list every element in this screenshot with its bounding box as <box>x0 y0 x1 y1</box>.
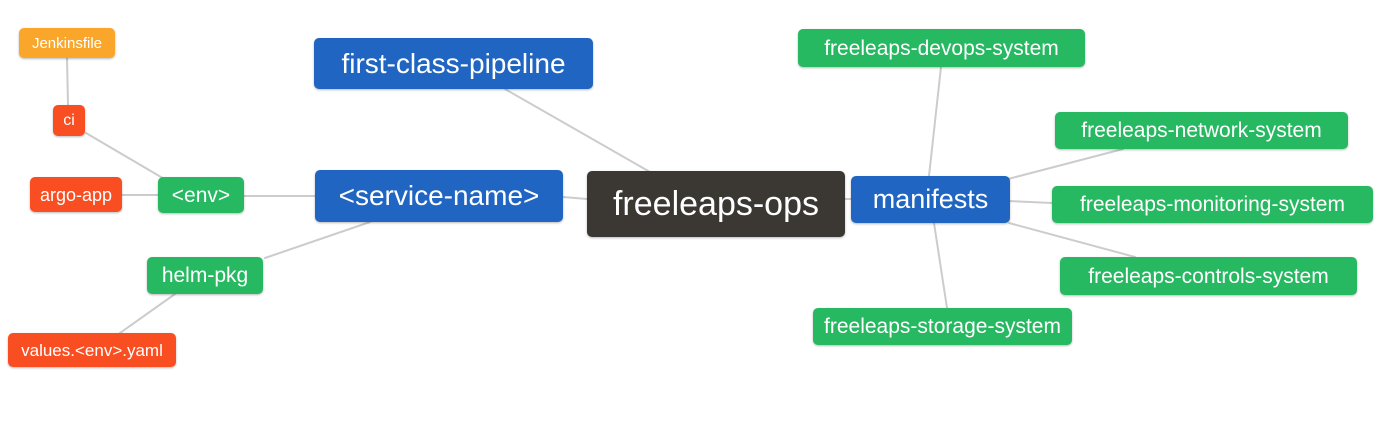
edge-manifests-to-storage-system <box>933 222 948 309</box>
node-argo-app[interactable]: argo-app <box>30 177 122 212</box>
node-freeleaps-ops[interactable]: freeleaps-ops <box>587 171 845 237</box>
edge-first-class-pipeline-to-freeleaps-ops <box>504 88 651 173</box>
node-ci[interactable]: ci <box>53 105 85 136</box>
node-env[interactable]: <env> <box>158 177 244 213</box>
node-manifests[interactable]: manifests <box>851 176 1010 223</box>
edge-manifests-to-controls-system <box>1008 222 1136 258</box>
edge-service-name-to-helm-pkg <box>264 221 371 259</box>
node-service-name[interactable]: <service-name> <box>315 170 563 222</box>
node-helm-pkg[interactable]: helm-pkg <box>147 257 263 294</box>
node-controls-system[interactable]: freeleaps-controls-system <box>1060 257 1357 295</box>
edge-ci-to-env <box>85 132 167 181</box>
edge-jenkinsfile-to-ci <box>66 57 69 106</box>
node-first-class-pipeline[interactable]: first-class-pipeline <box>314 38 593 89</box>
edge-manifests-to-network-system <box>1007 148 1124 180</box>
edge-helm-pkg-to-values-env-yaml <box>119 293 176 334</box>
node-values-env-yaml[interactable]: values.<env>.yaml <box>8 333 176 367</box>
node-devops-system[interactable]: freeleaps-devops-system <box>798 29 1085 67</box>
node-jenkinsfile[interactable]: Jenkinsfile <box>19 28 115 58</box>
edge-manifests-to-devops-system <box>928 66 942 177</box>
node-network-system[interactable]: freeleaps-network-system <box>1055 112 1348 149</box>
node-storage-system[interactable]: freeleaps-storage-system <box>813 308 1072 345</box>
node-monitoring-system[interactable]: freeleaps-monitoring-system <box>1052 186 1373 223</box>
edge-service-name-to-freeleaps-ops <box>562 196 588 200</box>
edge-manifests-to-monitoring-system <box>1007 200 1053 204</box>
